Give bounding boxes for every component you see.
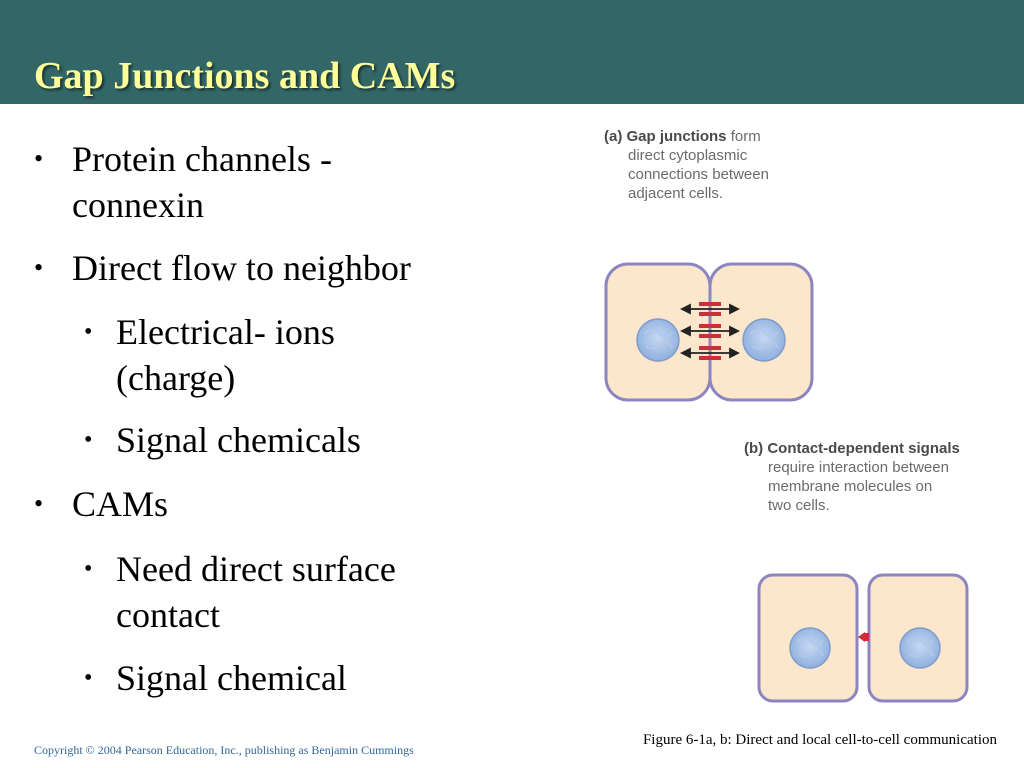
bullet-list: • Protein channels - connexin • Direct f…	[0, 0, 540, 720]
contact-molecule-icon	[858, 632, 869, 642]
bullet-text: Electrical- ions	[116, 312, 335, 352]
nucleus-icon	[742, 318, 786, 362]
slide-title: Gap Junctions and CAMs	[34, 55, 456, 97]
panel-b-text: require interaction between	[768, 459, 949, 476]
bullet-dot: •	[84, 665, 93, 691]
copyright-notice: Copyright © 2004 Pearson Education, Inc.…	[34, 743, 414, 757]
panel-a-label: (a) Gap junctions	[604, 128, 727, 145]
contact-signal-illustration	[757, 573, 969, 703]
bullet-item: • Signal chemical	[84, 655, 347, 701]
bullet-text: Direct flow to neighbor	[72, 248, 411, 288]
panel-a-text: connections between	[628, 166, 769, 183]
bullet-text: CAMs	[72, 484, 169, 524]
bullet-dot: •	[84, 319, 93, 345]
junction-channels	[699, 302, 721, 360]
bullet-dot: •	[84, 556, 93, 582]
panel-a-text: direct cytoplasmic	[628, 147, 748, 164]
bullet-item: • Need direct surface contact	[84, 546, 396, 638]
header-bar	[0, 0, 1024, 104]
panel-b-caption: (b) Contact-dependent signals require in…	[744, 439, 960, 515]
bullet-text: Signal chemical	[116, 658, 347, 698]
panel-a-caption: (a) Gap junctions form direct cytoplasmi…	[604, 127, 769, 203]
bullet-dot: •	[34, 144, 44, 173]
nucleus-icon	[899, 627, 941, 669]
nucleus-icon	[636, 318, 680, 362]
panel-a-text: adjacent cells.	[628, 185, 724, 202]
bullet-item: • Direct flow to neighbor	[34, 245, 411, 291]
bullet-text: contact	[116, 595, 220, 635]
panel-b-label: (b) Contact-dependent signals	[744, 440, 960, 457]
panel-a-text: form	[730, 128, 761, 145]
bullet-dot: •	[34, 253, 44, 282]
bullet-text: Signal chemicals	[116, 420, 361, 460]
nucleus-icon	[789, 627, 831, 669]
figure-caption: Figure 6-1a, b: Direct and local cell-to…	[642, 732, 997, 748]
panel-b-text: membrane molecules on	[768, 478, 933, 495]
bullet-item: • Protein channels - connexin	[34, 136, 332, 228]
bullet-dot: •	[34, 489, 44, 518]
bullet-text: Need direct surface	[116, 549, 396, 589]
panel-b-text: two cells.	[768, 497, 830, 514]
bullet-text: connexin	[72, 185, 204, 225]
bullet-dot: •	[84, 427, 93, 453]
gap-junction-illustration	[604, 262, 814, 402]
bullet-text: (charge)	[116, 358, 236, 398]
bullet-item: • Electrical- ions (charge)	[84, 309, 335, 401]
bullet-text: Protein channels -	[72, 139, 332, 179]
bullet-item: • Signal chemicals	[84, 417, 361, 463]
bullet-item: • CAMs	[34, 481, 169, 527]
flow-arrows	[679, 303, 741, 359]
